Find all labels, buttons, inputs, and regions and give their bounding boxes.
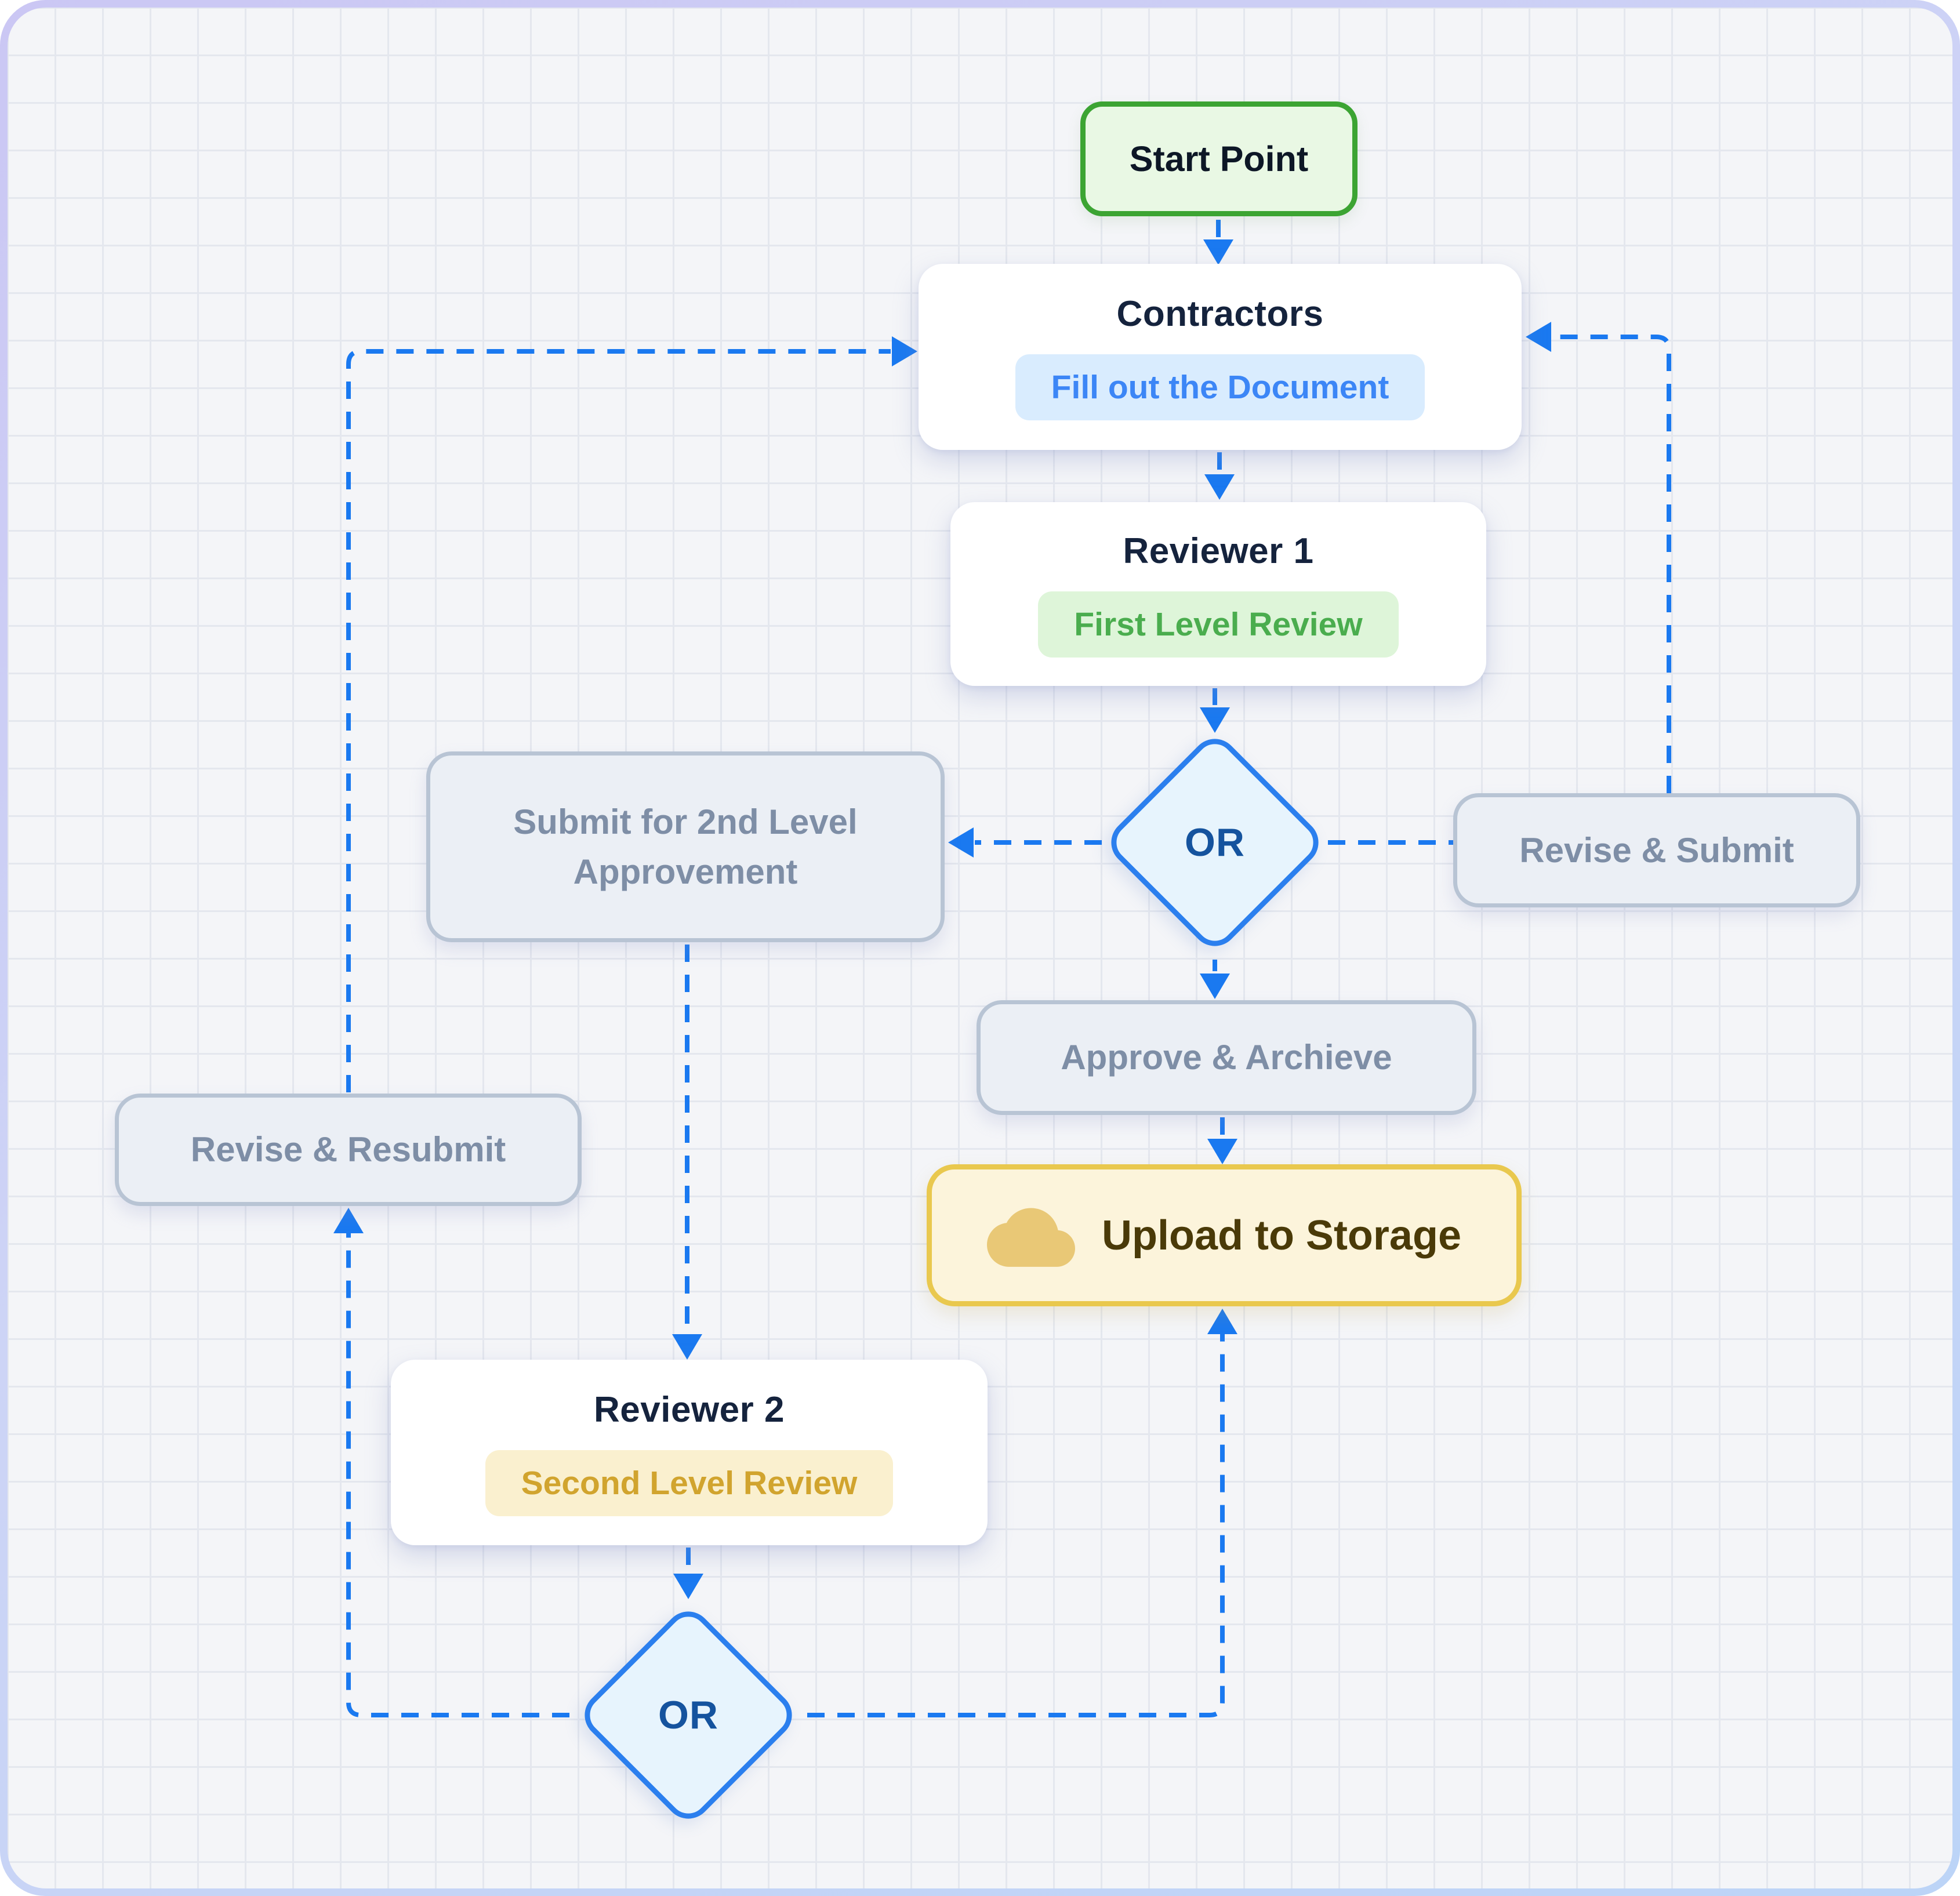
or-1-label: OR (1185, 820, 1245, 865)
approve-archieve-label: Approve & Archieve (1061, 1038, 1392, 1077)
or-2-label: OR (658, 1693, 718, 1737)
node-reviewer-1[interactable]: Reviewer 1 First Level Review (950, 502, 1486, 686)
cloud-icon (986, 1208, 1075, 1267)
revise-resubmit-label: Revise & Resubmit (190, 1130, 506, 1169)
upload-to-storage-label: Upload to Storage (1101, 1212, 1461, 1259)
contractors-badge: Fill out the Document (1015, 354, 1425, 420)
reviewer-2-title: Reviewer 2 (594, 1389, 785, 1430)
start-point-label: Start Point (1129, 139, 1309, 179)
node-approve-archieve[interactable]: Approve & Archieve (977, 1000, 1476, 1115)
node-revise-submit[interactable]: Revise & Submit (1453, 793, 1860, 907)
node-reviewer-2[interactable]: Reviewer 2 Second Level Review (391, 1360, 988, 1545)
reviewer-1-title: Reviewer 1 (1123, 531, 1314, 571)
reviewer-2-badge: Second Level Review (485, 1450, 894, 1516)
node-start-point[interactable]: Start Point (1080, 101, 1358, 216)
flowchart-canvas: Start Point Contractors Fill out the Doc… (8, 8, 1952, 1888)
node-revise-resubmit[interactable]: Revise & Resubmit (115, 1094, 582, 1206)
contractors-title: Contractors (1116, 294, 1324, 334)
node-upload-to-storage[interactable]: Upload to Storage (927, 1164, 1522, 1306)
connector-lines (333, 220, 1671, 1717)
node-submit-2nd-level[interactable]: Submit for 2nd Level Approvement (426, 751, 945, 942)
revise-submit-label: Revise & Submit (1519, 830, 1794, 870)
node-contractors[interactable]: Contractors Fill out the Document (919, 264, 1522, 450)
submit-2nd-level-line2: Approvement (573, 852, 798, 891)
submit-2nd-level-line1: Submit for 2nd Level (513, 802, 858, 842)
reviewer-1-badge: First Level Review (1038, 591, 1399, 658)
